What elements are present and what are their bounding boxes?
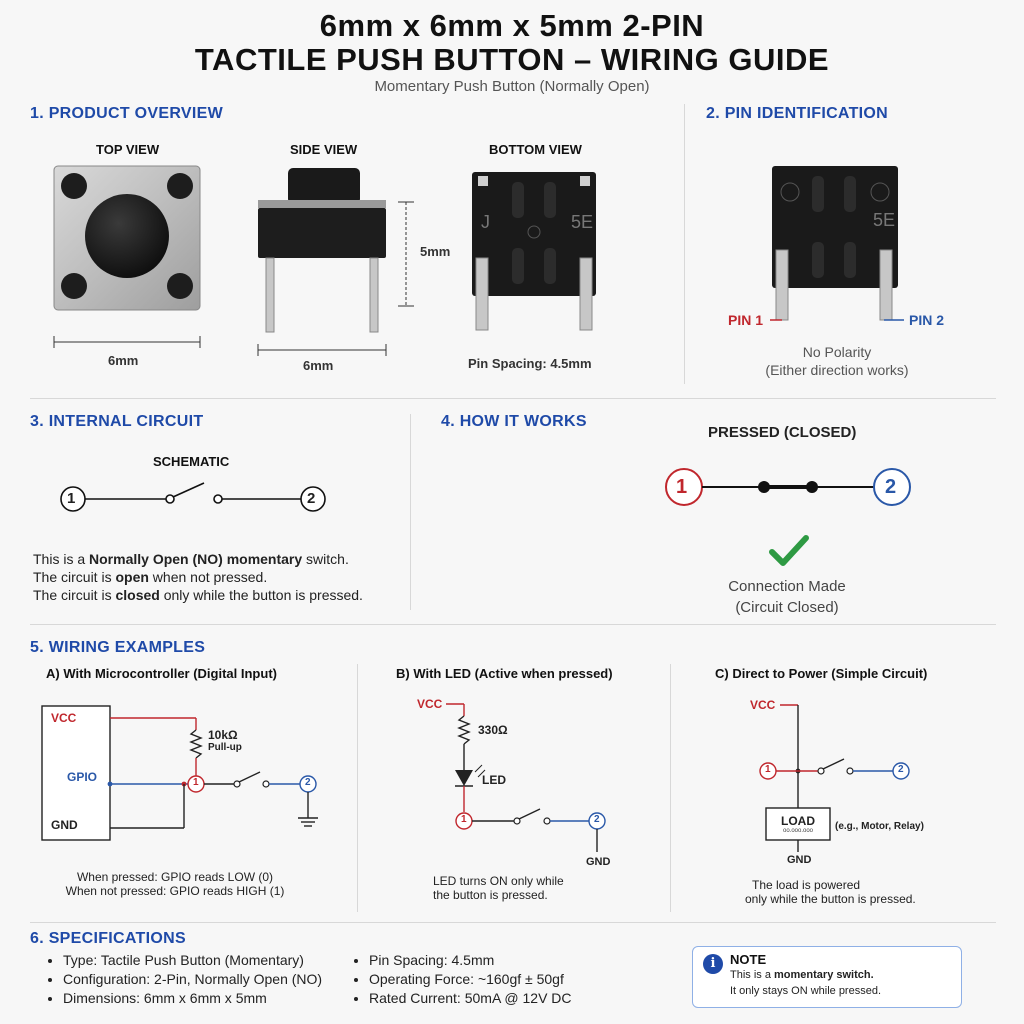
side-width-label: 6mm [303, 358, 334, 373]
polarity-label: No Polarity [802, 344, 872, 360]
section-heading-specs: 6. SPECIFICATIONS [30, 930, 186, 947]
wiring-b-vcc: VCC [417, 697, 443, 711]
section-heading-overview: 1. PRODUCT OVERVIEW [30, 105, 223, 122]
specs-list-right: Pin Spacing: 4.5mm Operating Force: ~160… [351, 951, 572, 1008]
wiring-c-example: (e.g., Motor, Relay) [835, 821, 924, 832]
note-title: NOTE [730, 952, 767, 967]
wiring-b-gnd: GND [586, 856, 611, 868]
wiring-a-node-1: 1 [193, 777, 199, 788]
page-title-line2: TACTILE PUSH BUTTON – WIRING GUIDE [194, 42, 830, 77]
wiring-c-vcc: VCC [750, 698, 776, 712]
check-icon [769, 535, 809, 566]
section-heading-how: 4. HOW IT WORKS [441, 413, 587, 430]
divider [30, 398, 996, 399]
wiring-b-note2: the button is pressed. [433, 888, 548, 902]
circuit-line1: This is a Normally Open (NO) momentary s… [33, 551, 349, 567]
result-line2: (Circuit Closed) [735, 599, 839, 616]
section-heading-pins: 2. PIN IDENTIFICATION [706, 105, 889, 122]
circuit-line2: The circuit is open when not pressed. [33, 569, 268, 585]
wiring-c-load: LOAD [781, 814, 815, 828]
wiring-b-node-1: 1 [461, 814, 467, 825]
wiring-a-gnd: GND [51, 818, 78, 832]
section-heading-wiring: 5. WIRING EXAMPLES [30, 639, 206, 656]
divider [410, 414, 411, 610]
how-node-2: 2 [885, 476, 897, 498]
bottom-view-button [472, 172, 596, 331]
divider [357, 664, 358, 912]
spec-item: Pin Spacing: 4.5mm [369, 951, 572, 970]
spec-item: Type: Tactile Push Button (Momentary) [63, 951, 322, 970]
divider [30, 624, 996, 625]
wiring-a-node-2: 2 [305, 777, 311, 788]
circuit-line3: The circuit is closed only while the but… [33, 587, 363, 603]
wiring-b-title: B) With LED (Active when pressed) [396, 666, 613, 681]
pin-identification-drawing [772, 166, 898, 321]
wiring-b-resistor: 330Ω [478, 723, 508, 737]
wiring-b-node-2: 2 [594, 814, 600, 825]
pin2-label: PIN 2 [909, 312, 945, 328]
note-line1: This is a momentary switch. [730, 969, 874, 981]
top-view-button [53, 165, 201, 348]
side-height-label: 5mm [420, 244, 451, 259]
wiring-c-load-sub: oo.ooo.ooo [782, 828, 814, 834]
side-view-button [257, 168, 414, 356]
spec-item: Dimensions: 6mm x 6mm x 5mm [63, 989, 322, 1008]
pin-spacing-label: Pin Spacing: 4.5mm [468, 356, 592, 371]
section-heading-circuit: 3. INTERNAL CIRCUIT [30, 413, 204, 430]
schematic-node-1: 1 [67, 490, 76, 507]
top-view-label: TOP VIEW [96, 142, 160, 157]
wiring-b-note1: LED turns ON only while [433, 874, 564, 888]
note-box: i NOTE This is a momentary switch. It on… [692, 946, 962, 1008]
result-line1: Connection Made [728, 578, 846, 595]
wiring-c-note2: only while the button is pressed. [745, 892, 916, 906]
pin1-label: PIN 1 [728, 312, 764, 328]
how-node-1: 1 [676, 476, 688, 498]
page-title-line1: 6mm x 6mm x 5mm 2-PIN [319, 8, 705, 43]
info-icon: i [703, 954, 723, 974]
wiring-a-gpio: GPIO [67, 770, 98, 784]
wiring-c-title: C) Direct to Power (Simple Circuit) [715, 666, 928, 681]
side-view-label: SIDE VIEW [290, 142, 358, 157]
spec-item: Operating Force: ~160gf ± 50gf [369, 970, 572, 989]
wiring-a-note1: When pressed: GPIO reads LOW (0) [76, 870, 274, 884]
wiring-b-led: LED [482, 773, 506, 787]
pin-mark-right: 5E [873, 210, 896, 230]
divider [684, 104, 685, 384]
schematic-label: SCHEMATIC [153, 454, 230, 469]
top-width-label: 6mm [108, 353, 139, 368]
bottom-view-label: BOTTOM VIEW [489, 142, 582, 157]
wiring-c-note1: The load is powered [752, 878, 861, 892]
specs-list-left: Type: Tactile Push Button (Momentary) Co… [45, 951, 322, 1008]
wiring-a-note2: When not pressed: GPIO reads HIGH (1) [65, 884, 285, 898]
wiring-a-vcc: VCC [51, 711, 77, 725]
wiring-a-title: A) With Microcontroller (Digital Input) [46, 666, 277, 681]
note-line2: It only stays ON while pressed. [730, 985, 882, 997]
spec-item: Configuration: 2-Pin, Normally Open (NO) [63, 970, 322, 989]
wiring-c-node-2: 2 [898, 764, 904, 775]
divider [30, 922, 996, 923]
bottom-mark-right: 5E [571, 212, 594, 232]
page-subtitle: Momentary Push Button (Normally Open) [374, 78, 650, 95]
divider [670, 664, 671, 912]
pressed-state-label: PRESSED (CLOSED) [708, 424, 857, 441]
wiring-a-pullup: Pull-up [208, 742, 242, 753]
wiring-c-node-1: 1 [765, 764, 771, 775]
schematic-node-2: 2 [307, 490, 316, 507]
wiring-c-gnd: GND [787, 854, 812, 866]
spec-item: Rated Current: 50mA @ 12V DC [369, 989, 572, 1008]
wiring-a-resistor: 10kΩ [208, 728, 238, 742]
polarity-note: (Either direction works) [765, 362, 909, 378]
bottom-mark-left: J [481, 212, 490, 232]
